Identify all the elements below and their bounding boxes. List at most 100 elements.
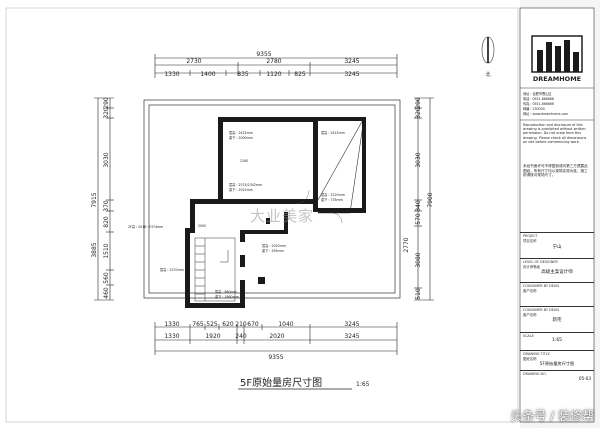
dreamhome-logo-icon [531, 35, 583, 73]
bottom-dim-2-1: 1330 [164, 333, 179, 340]
right-total-dim: 7900 [427, 192, 434, 207]
tb-field-value: 5F原始量房尺寸图 [539, 361, 575, 366]
tb-field-drawing-title: DRAWING TITLE 图纸名称 5F原始量房尺寸图 [520, 350, 594, 370]
room-label-7: 梁下 : 2015mm [229, 187, 253, 192]
tb-field-label: DRAWING NO. [523, 372, 547, 376]
company-line-1: 地址 : 合肥市蜀山区 [523, 91, 552, 96]
bottom-dim-1-7: 1040 [278, 321, 293, 328]
left-dim-4: 370 [103, 200, 110, 212]
tb-field-label: CONSUMER BY DEGN [523, 284, 559, 288]
bottom-dim-1-1: 1330 [164, 321, 179, 328]
top-dimension-group [154, 54, 398, 78]
top-dim-1-1: 2730 [186, 58, 201, 65]
right-dim-2: 320 [415, 107, 422, 119]
plan-title: 5F原始量房尺寸图 [240, 376, 322, 389]
tb-field-project: PROJECT 项目名称 宁山 [520, 232, 594, 258]
left-dim-2: 320 [103, 107, 110, 119]
right-dim-3: 3030 [415, 152, 422, 167]
room-label-18: 2000 [198, 224, 206, 228]
right-dim-1: 290 [415, 97, 422, 109]
north-arrow-icon [481, 36, 495, 64]
top-dim-2-2: 1400 [200, 71, 215, 78]
room-label-3: 层高 : 2415mm [321, 130, 345, 135]
title-block-fields: PROJECT 项目名称 宁山 LEVEL OF DESIGNER 设计师等级 … [520, 232, 594, 386]
room-label-14: 层高 : 860mm [215, 289, 237, 294]
top-dim-1-3: 3245 [344, 58, 359, 65]
bottom-watermark: 头条号 / 装修帮 [510, 409, 594, 423]
left-dim-7: 1510 [103, 243, 110, 258]
company-line-4: 邮编 : 230000 [523, 106, 545, 111]
right-dim-5: 570 [415, 213, 422, 225]
room-label-16: 2F高 : 2018~2374mm [128, 224, 163, 229]
right-dimension-group [414, 97, 434, 301]
top-total-dim: 9355 [256, 51, 271, 58]
company-line-5: 网址 : www.dreamhome.com [523, 111, 568, 116]
tb-field-value: 1:65 [551, 338, 563, 343]
bottom-dim-2-5: 3245 [344, 333, 359, 340]
room-label-2: 梁下 : 2000mm [229, 135, 253, 140]
top-dim-2-3: 835 [237, 71, 249, 78]
left-dim-5: 820 [103, 216, 110, 228]
tb-field-drawing-no: DRAWING NO. 05-03 [520, 370, 594, 386]
tb-field-value: 05-03 [578, 376, 591, 381]
bottom-dim-1-5: 210 [235, 321, 247, 328]
room-label-13: 梁下 : 295mm [262, 248, 284, 253]
north-label: 北 [485, 71, 490, 78]
bottom-dim-1-4: 620 [222, 321, 234, 328]
tb-field-label: CONSUMER BY DEGN [523, 308, 559, 312]
room-label-15: 梁下 : 1860mm [215, 294, 239, 299]
room-label-12: 层高 : 2020mm [262, 243, 286, 248]
left-dim-1: 290 [103, 97, 110, 109]
room-label-17: 层高 : 2270mm [160, 267, 184, 272]
top-dim-1-2: 2780 [266, 58, 281, 65]
tb-field-sub: 客户名称 [523, 289, 537, 293]
tb-field-sub: 项目名称 [523, 239, 537, 243]
room-label-9: 梁下 : 735mm [321, 197, 343, 202]
door-swings [294, 189, 343, 224]
tb-field-label: LEVEL OF DESIGNER [523, 260, 558, 264]
tb-field-designer-level: LEVEL OF DESIGNER 设计师等级 高级主案设计师 [520, 258, 594, 282]
company-line-2: 电话 : 0551-888888 [523, 96, 554, 101]
bottom-dim-2-3: 240 [235, 333, 247, 340]
top-dim-2-4: 1120 [266, 71, 281, 78]
center-watermark: 大业美家 [250, 207, 315, 225]
left-dimension-group [94, 97, 114, 301]
brand-name: DREAMHOME [533, 75, 581, 83]
left-dim-6: 3885 [91, 242, 98, 257]
bottom-total-dim: 9355 [268, 354, 283, 361]
room-label-20: 2160 [240, 159, 248, 163]
plan-scale: 1:65 [356, 381, 370, 388]
tb-field-consumer-2: CONSUMER BY DEGN 客户名称 新宅 [520, 306, 594, 332]
sheet-border [5, 7, 519, 423]
room-label-1: 层高 : 2415mm [229, 130, 253, 135]
left-total-dim: 7915 [91, 192, 98, 207]
room-label-6: 层高 : 2374/2342mm [229, 182, 262, 187]
bottom-dim-1-6: 670 [247, 321, 259, 328]
tb-field-label: SCALE [523, 334, 534, 338]
left-dim-9: 460 [103, 287, 110, 299]
tb-field-sub: 客户名称 [523, 313, 537, 317]
company-line-3: 传真 : 0551-666666 [523, 101, 554, 106]
terrace-outline [143, 99, 401, 299]
bottom-dim-2-2: 1920 [205, 333, 220, 340]
left-dim-3: 3030 [103, 152, 110, 167]
tb-field-consumer: CONSUMER BY DEGN 客户名称 [520, 282, 594, 306]
chinese-notes: 未经书面许可不得复制或向第三方透露此图纸，所有尺寸均以现场实测为准，施工前请核对… [523, 164, 588, 178]
room-label-8: 层高 : 2220mm [321, 192, 345, 197]
tb-field-sub: 设计师等级 [523, 265, 540, 269]
tb-field-value: 宁山 [552, 245, 562, 250]
bottom-dim-1-3: 525 [206, 321, 218, 328]
tb-field-value: 高级主案设计师 [541, 270, 573, 275]
top-dim-2-5: 825 [294, 71, 306, 78]
bottom-dimension-group [154, 322, 398, 355]
title-block [519, 7, 595, 423]
tb-field-sub: 图纸名称 [523, 357, 537, 361]
walls [185, 117, 366, 308]
english-notes: Reproduction and disclosure of this draw… [523, 123, 587, 144]
tb-field-value: 新宅 [552, 318, 562, 323]
roof-diagonal [317, 117, 365, 201]
bottom-dim-2-4: 2020 [269, 333, 284, 340]
bottom-dim-1-8: 3245 [344, 321, 359, 328]
right-dim-8: 510 [415, 288, 422, 300]
